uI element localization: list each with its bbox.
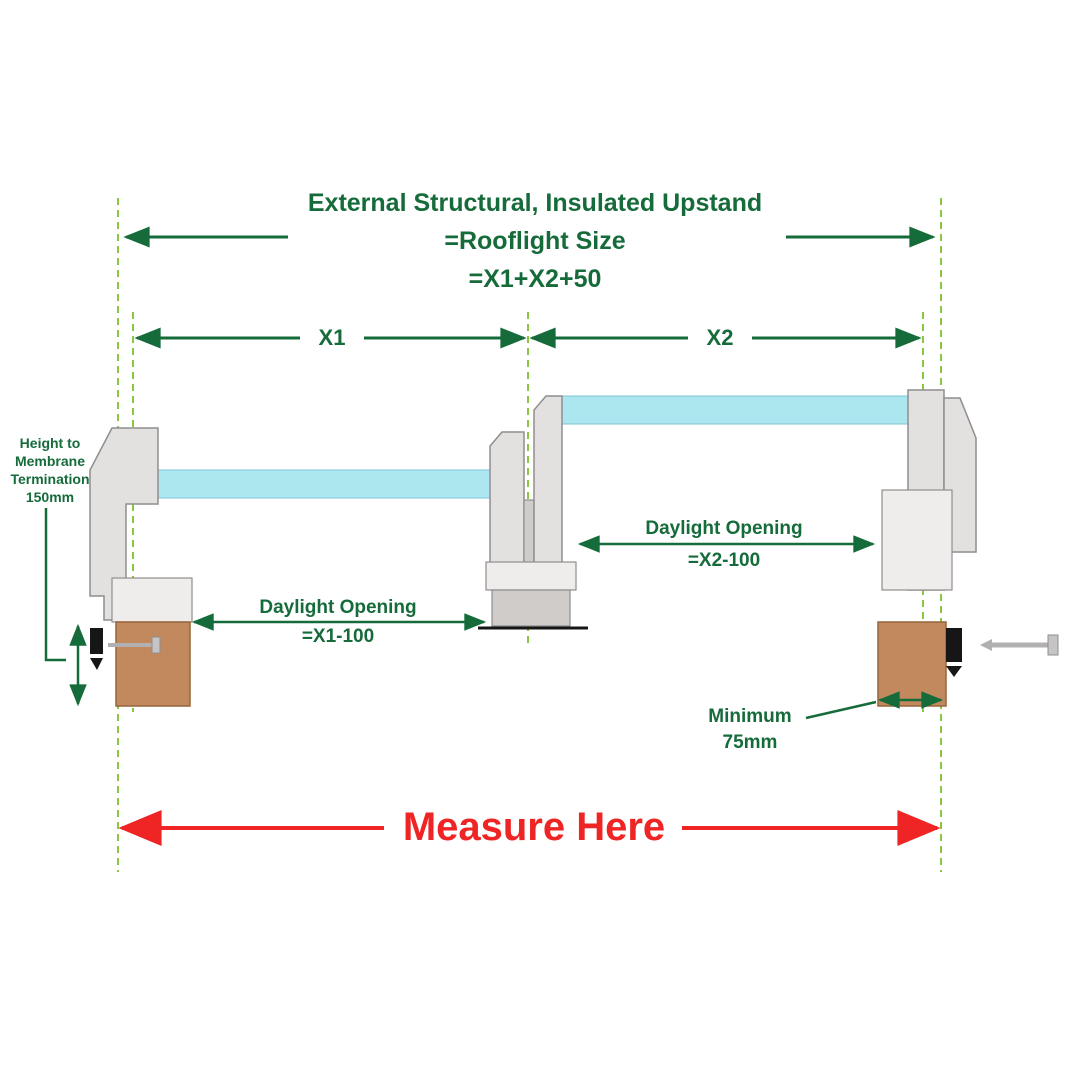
membrane-termination-bar-left [90, 628, 103, 654]
membrane-flap-right [946, 666, 962, 677]
minimum-line: Minimum [708, 706, 792, 727]
base-block-mid [491, 589, 571, 627]
timber-block-right [877, 621, 947, 707]
x1-label: X1 [300, 322, 364, 354]
measure-here-label: Measure Here [402, 805, 666, 849]
daylight-opening-left-label: Daylight Opening [259, 597, 417, 618]
glass-pane-left [151, 469, 523, 499]
diagram-title: External Structural, Insulated Upstand =… [240, 184, 830, 298]
screw-icon-right [980, 634, 1059, 656]
x2-label: X2 [688, 322, 752, 354]
height-membrane-line-2: Membrane [14, 453, 86, 469]
minimum-75mm-label: Minimum 75mm [680, 704, 820, 756]
title-line-3: =X1+X2+50 [468, 265, 602, 293]
height-membrane-line-3: Termination [10, 471, 90, 487]
frame-profile-mid-left [489, 431, 525, 585]
membrane-flap-left [90, 658, 103, 670]
upstand-block-left [111, 577, 193, 623]
height-membrane-label: Height to Membrane Termination 150mm [4, 434, 96, 506]
glass-pane-right [555, 395, 915, 425]
frame-profile-mid-right [533, 395, 563, 585]
upstand-block-right [881, 489, 953, 591]
timber-block-left [115, 621, 191, 707]
screw-icon-left [108, 636, 161, 654]
height-membrane-line-4: 150mm [25, 489, 75, 505]
daylight-opening-right-value: =X2-100 [687, 550, 761, 571]
membrane-termination-bar-right [946, 628, 962, 662]
minimum-75mm-leader [805, 700, 877, 720]
daylight-opening-left-value: =X1-100 [301, 626, 375, 647]
height-membrane-line-1: Height to [19, 435, 81, 451]
frame-profile-left [89, 427, 159, 621]
upstand-block-mid [485, 561, 577, 591]
title-line-1: External Structural, Insulated Upstand [307, 189, 763, 217]
height-150mm-leader [44, 508, 66, 662]
title-line-2: =Rooflight Size [444, 227, 626, 255]
minimum-value: 75mm [722, 732, 778, 753]
daylight-opening-right-label: Daylight Opening [645, 518, 803, 539]
